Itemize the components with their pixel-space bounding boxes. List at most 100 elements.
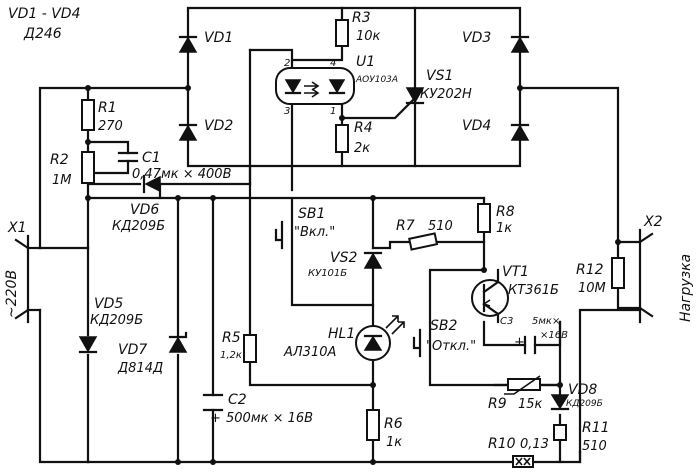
diode-vd1 — [178, 35, 198, 53]
shunt-r10 — [512, 455, 534, 468]
r4-ref: R4 — [354, 120, 373, 136]
switch-sb1[interactable] — [274, 220, 284, 250]
r10-value: 0,13 — [520, 437, 549, 452]
optocoupler-u1 — [275, 67, 355, 105]
r7-value: 510 — [428, 219, 453, 234]
vt1-ref: VT1 — [502, 264, 529, 280]
c2-value: 500мк × 16В — [226, 411, 313, 426]
vd6-value: КД209Б — [112, 219, 165, 234]
thyristor-vs1 — [405, 87, 425, 105]
vs2-ref: VS2 — [330, 250, 357, 266]
c1-ref: C1 — [142, 150, 161, 166]
r9-ref: R9 — [488, 396, 507, 412]
r8-ref: R8 — [496, 204, 515, 220]
bridge-part: Д246 — [23, 26, 62, 42]
r12-ref: R12 — [576, 262, 604, 278]
vs2-value: КУ101Б — [308, 268, 347, 279]
u1-pin4: 4 — [330, 58, 336, 69]
vd7-value: Д814Д — [117, 361, 163, 376]
u1-pin3: 3 — [284, 106, 290, 117]
vd1-label: VD1 — [204, 30, 233, 46]
capacitor-c2 — [202, 393, 224, 412]
vd5-ref: VD5 — [94, 296, 123, 312]
resistor-r11 — [553, 424, 567, 441]
r2-ref: R2 — [50, 152, 69, 168]
c3-ref: C3 — [500, 316, 513, 327]
vd4-label: VD4 — [462, 118, 491, 134]
thyristor-vs2 — [363, 251, 383, 269]
hl1-ref: HL1 — [328, 326, 355, 342]
x2-ref: X2 — [643, 214, 663, 230]
c2-ref: C2 — [228, 392, 247, 408]
vd5-value: КД209Б — [90, 313, 143, 328]
vd8-ref: VD8 — [568, 382, 597, 398]
r11-ref: R11 — [582, 420, 610, 436]
diode-vd2 — [178, 123, 198, 141]
c3-plus: + — [514, 335, 525, 350]
r5-ref: R5 — [222, 330, 241, 346]
r6-ref: R6 — [384, 416, 403, 432]
c1-value: 0,47мк × 400В — [132, 167, 232, 182]
diode-vd6 — [142, 174, 252, 194]
vs1-ref: VS1 — [426, 68, 453, 84]
diode-vd5 — [78, 336, 98, 354]
diode-vd4 — [510, 123, 530, 141]
diode-vd3 — [510, 35, 530, 53]
r4-value: 2к — [354, 141, 370, 156]
switch-sb2[interactable] — [412, 328, 422, 358]
zener-diode-vd7 — [168, 331, 188, 353]
r2-value: 1M — [52, 173, 72, 188]
r11-value: 510 — [582, 439, 607, 454]
vd8-value: КД209Б — [566, 399, 603, 409]
resistor-r8 — [477, 203, 491, 233]
sb2-value: "Откл." — [426, 339, 476, 354]
connector-x2 — [638, 228, 654, 324]
vs1-value: КУ202Н — [420, 87, 472, 102]
r1-value: 270 — [98, 119, 123, 134]
bridge-title: VD1 - VD4 — [8, 6, 80, 22]
diode-vd8 — [550, 394, 570, 411]
r6-value: 1к — [386, 435, 402, 450]
vd2-label: VD2 — [204, 118, 233, 134]
r10-ref: R10 — [488, 436, 516, 452]
r1-ref: R1 — [98, 100, 117, 116]
wiring — [26, 6, 642, 464]
u1-pin1: 1 — [330, 106, 336, 117]
hl1-value: АЛ310А — [283, 345, 336, 360]
resistor-r3 — [335, 19, 349, 47]
resistor-r1 — [81, 99, 95, 131]
r3-ref: R3 — [352, 10, 371, 26]
r8-value: 1к — [496, 221, 512, 236]
resistor-r2 — [81, 151, 95, 184]
vt1-value: КТ361Б — [508, 283, 559, 298]
resistor-r4 — [335, 124, 349, 153]
sb2-ref: SB2 — [430, 318, 457, 334]
resistor-r12 — [611, 257, 625, 289]
sb1-ref: SB1 — [298, 206, 325, 222]
capacitor-c1 — [117, 151, 139, 163]
c3-value1: 5мк× — [532, 316, 560, 327]
u1-pin2: 2 — [284, 58, 290, 69]
x1-label: ~220В — [4, 270, 20, 318]
x1-ref: X1 — [7, 220, 27, 236]
r7-ref: R7 — [396, 218, 415, 234]
capacitor-c3 — [523, 335, 537, 355]
r3-value: 10к — [356, 29, 381, 44]
x2-label: Нагрузка — [678, 254, 694, 322]
resistor-r5 — [243, 334, 257, 363]
vd3-label: VD3 — [462, 30, 491, 46]
connector-x1 — [14, 234, 30, 324]
transistor-vt1 — [471, 268, 509, 324]
u1-ref: U1 — [356, 54, 375, 70]
u1-value: АОУ103А — [355, 75, 398, 85]
c2-plus: + — [210, 411, 221, 426]
r5-value: 1,2к — [220, 350, 242, 361]
vd6-ref: VD6 — [130, 202, 159, 218]
r9-value: 15к — [518, 397, 543, 412]
r12-value: 10M — [578, 281, 606, 296]
vd7-ref: VD7 — [118, 342, 147, 358]
sb1-value: "Вкл." — [294, 225, 335, 240]
c3-value2: ×16В — [540, 330, 568, 341]
led-hl1 — [355, 315, 405, 361]
